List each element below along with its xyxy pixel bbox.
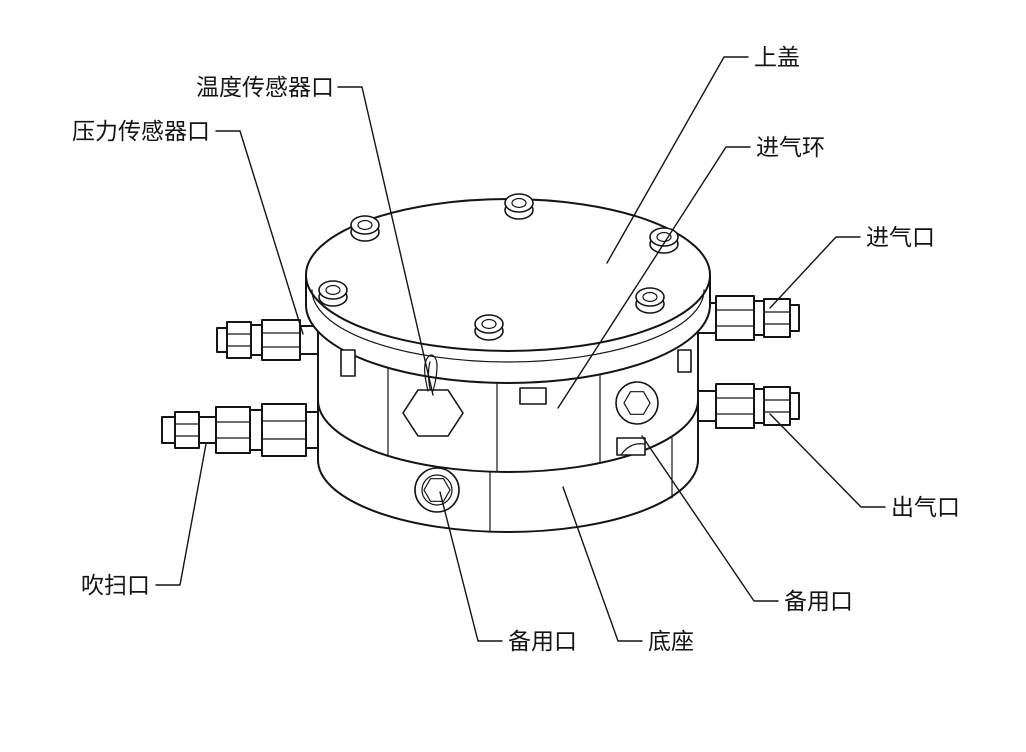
lid-bolt — [318, 280, 348, 307]
label-top-cover: 上盖 — [754, 45, 800, 70]
label-purge-port: 吹扫口 — [81, 573, 150, 598]
label-pressure-sensor-port: 压力传感器口 — [72, 119, 210, 144]
lid-bolt — [474, 314, 504, 341]
purge-fitting — [161, 403, 325, 457]
lid-bolt — [350, 215, 380, 242]
intake-fitting — [697, 295, 800, 341]
lid-bolt — [649, 227, 679, 254]
lid-bolt — [504, 193, 534, 220]
callout-labels: 温度传感器口 压力传感器口 上盖 进气环 进气口 出气口 备用口 底座 备用口 … — [72, 45, 960, 654]
label-intake-port: 进气口 — [866, 225, 935, 250]
base-notch — [616, 437, 646, 456]
label-base: 底座 — [648, 629, 694, 654]
label-intake-ring: 进气环 — [756, 135, 825, 160]
base-bottom-edge — [317, 459, 699, 533]
lid-bolts — [318, 193, 679, 341]
chamber-body — [317, 331, 699, 533]
label-outlet-port: 出气口 — [891, 495, 960, 520]
ring-slots — [340, 349, 692, 456]
spare-port-bolt-ring — [615, 381, 659, 425]
label-spare-port-right: 备用口 — [784, 589, 853, 614]
pressure-sensor-fitting — [216, 319, 323, 361]
callout-leaders — [155, 56, 886, 642]
lid-bolt — [635, 287, 665, 314]
ring-base-seam — [317, 399, 699, 473]
outlet-fitting — [697, 383, 800, 429]
label-temp-sensor-port: 温度传感器口 — [196, 75, 334, 100]
label-spare-port-bottom: 备用口 — [508, 629, 577, 654]
temperature-sensor-boss — [402, 354, 464, 437]
spare-port-bolt-base — [414, 467, 460, 513]
